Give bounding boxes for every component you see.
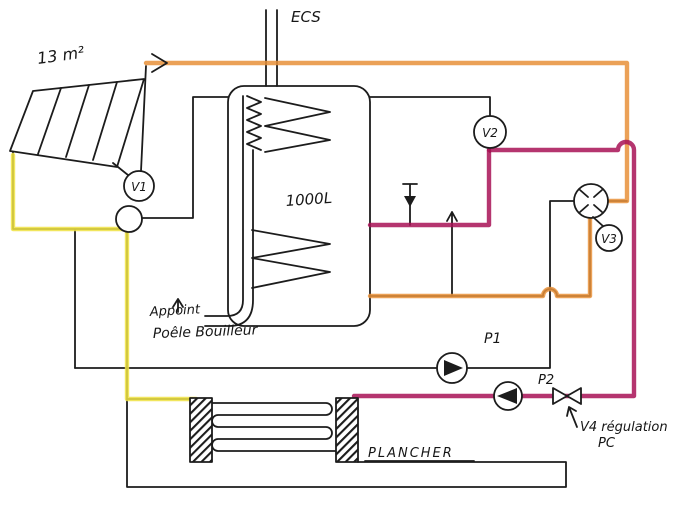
floor-coil: [211, 402, 337, 452]
pipe-solar-left: [12, 65, 229, 400]
v1-circle: [123, 170, 155, 202]
tank-outline: [227, 85, 371, 327]
pipe-bottom-loop: [126, 398, 567, 488]
label-p2: P2: [538, 373, 554, 388]
valve-v3: [595, 224, 623, 252]
floor-manifold-left: [189, 397, 213, 463]
pump-p1: [436, 352, 468, 384]
valve-v1: [115, 170, 155, 233]
label-v4-regulation: V4 régulation: [580, 420, 668, 435]
solar-pump-circle: [115, 205, 143, 233]
three-way-valve-seats: [579, 189, 603, 213]
tank-1000l: [204, 85, 371, 327]
p1-rotor: [444, 360, 463, 376]
three-way-valve-body: [573, 183, 609, 219]
v4-label-arrow: [566, 406, 578, 428]
pipe-return-to-valve: [369, 217, 591, 297]
orange-hot-loop: [143, 60, 630, 299]
tank-top-exchanger: [264, 97, 331, 153]
orange-return-line: [367, 215, 593, 299]
label-v2: V2: [482, 126, 498, 140]
label-appoint: Appoint: [148, 302, 201, 320]
three-way-valve: [573, 183, 609, 228]
label-v4-pc: PC: [598, 436, 616, 451]
tank-bottom-exchanger: [251, 229, 331, 289]
magenta-heating-loop: [351, 139, 637, 399]
v3-circle: [595, 224, 623, 252]
label-plancher: PLANCHER: [368, 446, 454, 461]
tank-inner-pipe: [204, 95, 254, 327]
flow-chevron: [151, 53, 168, 73]
yellow-line: [10, 152, 199, 402]
floor-manifolds: [189, 397, 359, 463]
v2-circle: [473, 115, 507, 149]
appoint-arrow: [172, 298, 184, 313]
pipe-p1-run: [74, 200, 575, 369]
pump-p2: [493, 381, 523, 411]
collector-hatch-lines: [37, 81, 118, 161]
ink-piping: [9, 9, 628, 488]
label-p1: P1: [484, 331, 501, 347]
orange-supply-line: [143, 60, 630, 204]
symbols: [115, 53, 623, 463]
p2-rotor: [497, 388, 517, 404]
valve-v2: [473, 115, 507, 149]
label-collector-area: 13 m²: [36, 42, 86, 67]
label-poele-bouilleur: Poêle Bouilleur: [153, 322, 259, 342]
pipe-ecs: [265, 9, 278, 87]
label-tank-volume: 1000L: [285, 189, 333, 210]
vent-triangle: [404, 196, 416, 207]
magenta-tank-outlet: [367, 147, 492, 228]
label-v3: V3: [601, 232, 617, 246]
valve-v4: [552, 387, 582, 405]
floor-manifold-right: [335, 397, 359, 463]
magenta-floor-supply: [351, 139, 637, 399]
solar-collector: [9, 78, 145, 168]
label-ecs: ECS: [291, 8, 321, 26]
label-v1: V1: [131, 180, 147, 194]
three-way-valve-stub: [592, 216, 605, 228]
yellow-solar-loop: [10, 152, 199, 402]
pipe-tank-to-v2: [369, 96, 491, 153]
v4-bowtie: [552, 387, 582, 405]
tank-spring-coil: [246, 95, 262, 151]
